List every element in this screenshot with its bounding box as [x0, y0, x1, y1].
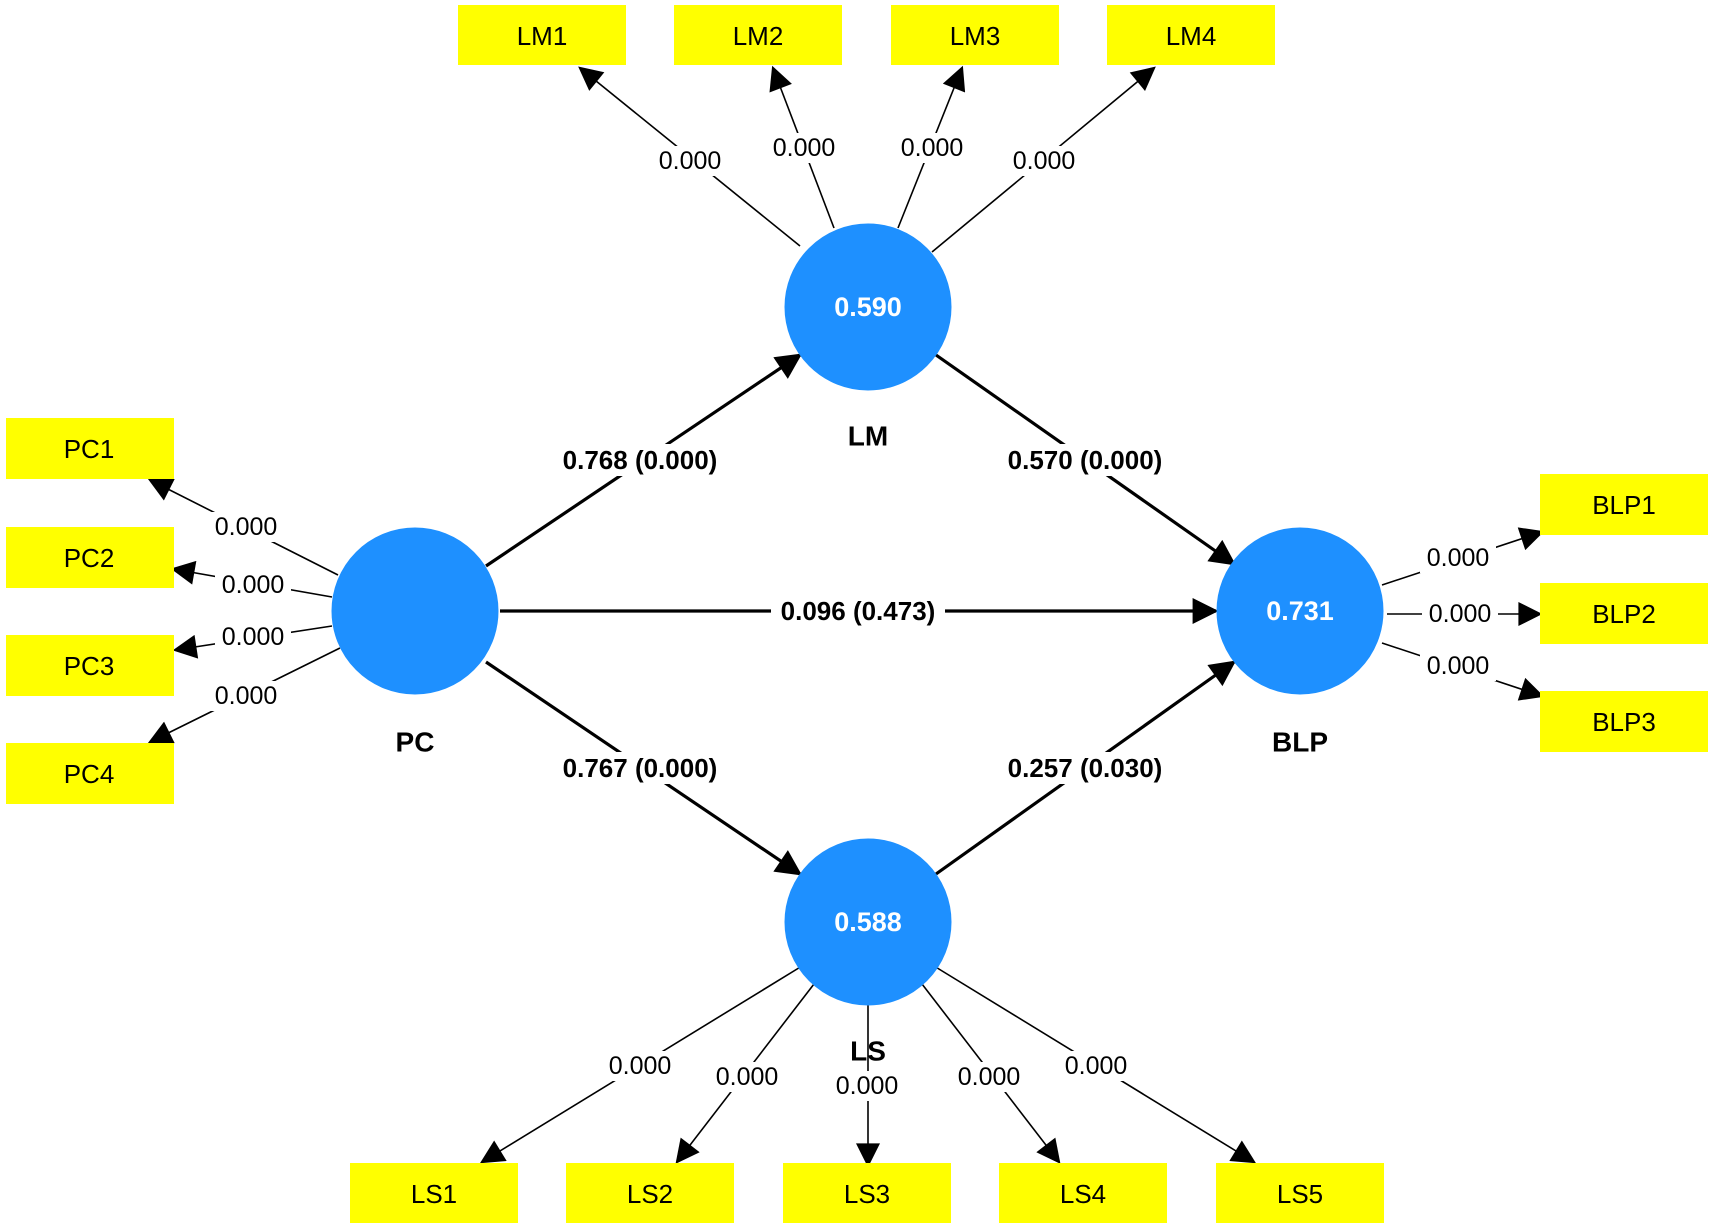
path-label-pc-lm: 0.768 (0.000): [553, 444, 727, 476]
svg-text:0.000: 0.000: [215, 682, 278, 710]
indicator-pc1[interactable]: PC1: [6, 418, 174, 479]
loading-label-pc2: 0.000: [215, 570, 291, 600]
loading-label-blp2: 0.000: [1422, 599, 1498, 629]
svg-text:0.768 (0.000): 0.768 (0.000): [563, 445, 718, 475]
svg-text:0.000: 0.000: [1427, 652, 1490, 680]
construct-label-lm: LM: [848, 421, 888, 452]
construct-lm[interactable]: 0.590: [784, 223, 952, 391]
indicator-ls2[interactable]: LS2: [566, 1163, 734, 1223]
indicator-label: LS2: [627, 1179, 673, 1209]
loading-label-ls4: 0.000: [951, 1062, 1027, 1092]
svg-text:0.000: 0.000: [222, 623, 285, 651]
indicator-label: LM1: [517, 21, 568, 51]
construct-value: 0.731: [1266, 596, 1334, 626]
indicator-blp3[interactable]: BLP3: [1540, 691, 1708, 752]
indicator-pc3[interactable]: PC3: [6, 635, 174, 696]
svg-text:0.000: 0.000: [1429, 600, 1492, 628]
indicator-pc2[interactable]: PC2: [6, 527, 174, 588]
svg-text:0.000: 0.000: [1013, 147, 1076, 175]
indicator-label: LS5: [1277, 1179, 1323, 1209]
svg-text:0.000: 0.000: [901, 134, 964, 162]
svg-text:0.096 (0.473): 0.096 (0.473): [781, 596, 936, 626]
indicator-label: PC2: [64, 543, 115, 573]
loading-label-lm4: 0.000: [1006, 146, 1082, 176]
indicator-label: LM4: [1166, 21, 1217, 51]
svg-text:0.000: 0.000: [958, 1063, 1021, 1091]
svg-text:0.000: 0.000: [215, 513, 278, 541]
construct-value: 0.590: [834, 292, 902, 322]
loading-label-lm3: 0.000: [894, 133, 970, 163]
svg-text:0.570 (0.000): 0.570 (0.000): [1008, 445, 1163, 475]
indicator-blp1[interactable]: BLP1: [1540, 474, 1708, 535]
construct-label-pc: PC: [396, 727, 435, 758]
path-label-ls-blp: 0.257 (0.030): [998, 752, 1172, 784]
indicator-ls5[interactable]: LS5: [1216, 1163, 1384, 1223]
indicator-label: BLP3: [1592, 707, 1656, 737]
indicator-ls1[interactable]: LS1: [350, 1163, 518, 1223]
indicator-lm1[interactable]: LM1: [458, 5, 626, 65]
svg-text:0.000: 0.000: [1065, 1052, 1128, 1080]
svg-text:0.000: 0.000: [609, 1052, 672, 1080]
indicator-label: LS3: [844, 1179, 890, 1209]
indicator-label: PC4: [64, 759, 115, 789]
loading-label-blp1: 0.000: [1420, 543, 1496, 573]
indicator-lm3[interactable]: LM3: [891, 5, 1059, 65]
path-label-lm-blp: 0.570 (0.000): [998, 444, 1172, 476]
loading-label-pc1: 0.000: [208, 512, 284, 542]
loading-label-ls2: 0.000: [709, 1062, 785, 1092]
indicator-label: LS4: [1060, 1179, 1106, 1209]
indicator-blp2[interactable]: BLP2: [1540, 583, 1708, 644]
indicator-pc4[interactable]: PC4: [6, 743, 174, 804]
construct-pc[interactable]: [331, 527, 499, 695]
svg-text:0.767 (0.000): 0.767 (0.000): [563, 753, 718, 783]
svg-text:0.000: 0.000: [1427, 544, 1490, 572]
construct-value: 0.588: [834, 907, 902, 937]
svg-text:0.000: 0.000: [836, 1072, 899, 1100]
loading-label-lm1: 0.000: [652, 146, 728, 176]
loading-label-ls1: 0.000: [602, 1051, 678, 1081]
indicator-ls4[interactable]: LS4: [999, 1163, 1167, 1223]
loading-label-lm2: 0.000: [766, 133, 842, 163]
indicator-lm4[interactable]: LM4: [1107, 5, 1275, 65]
svg-text:0.257 (0.030): 0.257 (0.030): [1008, 753, 1163, 783]
svg-text:0.000: 0.000: [773, 134, 836, 162]
loading-label-blp3: 0.000: [1420, 651, 1496, 681]
indicator-label: LM3: [950, 21, 1001, 51]
construct-blp[interactable]: 0.731: [1216, 527, 1384, 695]
indicator-label: BLP2: [1592, 599, 1656, 629]
indicator-label: BLP1: [1592, 490, 1656, 520]
svg-text:0.000: 0.000: [716, 1063, 779, 1091]
loading-label-ls3: 0.000: [829, 1071, 905, 1101]
construct-label-ls: LS: [850, 1036, 886, 1067]
path-label-pc-blp: 0.096 (0.473): [771, 595, 945, 627]
svg-text:0.000: 0.000: [659, 147, 722, 175]
indicator-label: PC1: [64, 434, 115, 464]
loading-label-pc3: 0.000: [215, 622, 291, 652]
indicator-label: PC3: [64, 651, 115, 681]
path-label-pc-ls: 0.767 (0.000): [553, 752, 727, 784]
loading-label-pc4: 0.000: [208, 681, 284, 711]
construct-label-blp: BLP: [1272, 727, 1328, 758]
indicator-lm2[interactable]: LM2: [674, 5, 842, 65]
indicator-ls3[interactable]: LS3: [783, 1163, 951, 1223]
indicator-label: LM2: [733, 21, 784, 51]
indicator-label: LS1: [411, 1179, 457, 1209]
svg-text:0.000: 0.000: [222, 571, 285, 599]
loading-label-ls5: 0.000: [1058, 1051, 1134, 1081]
construct-ls[interactable]: 0.588: [784, 838, 952, 1006]
